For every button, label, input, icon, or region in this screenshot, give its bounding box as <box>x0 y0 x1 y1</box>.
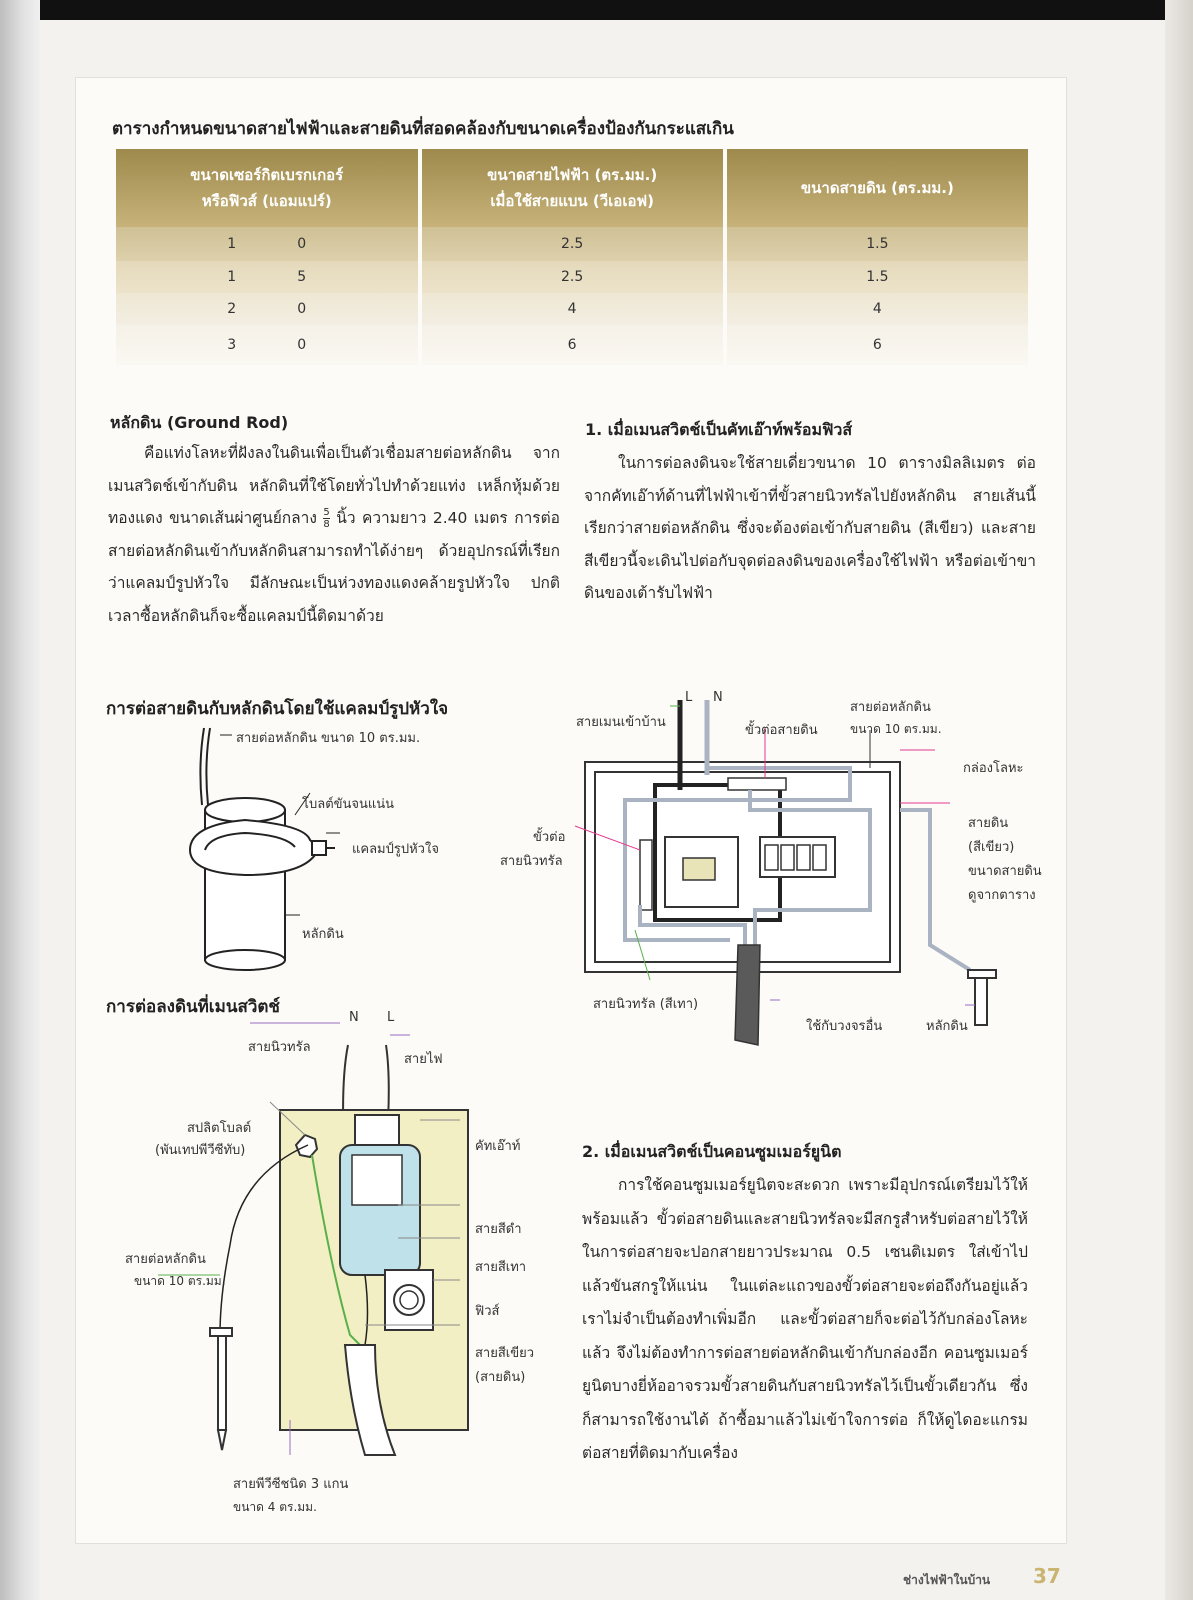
consumer-unit-diagram <box>574 700 997 1046</box>
ground-rod-body-1: คือแท่งโลหะที่ฝังลงในดินเพื่อเป็นตัวเชื่… <box>108 444 560 527</box>
ground-cell: 1.5 <box>726 261 1028 293</box>
metal-box-label: กล่องโลหะ <box>963 761 1024 776</box>
split-bolt-label: สปลิตโบลต์ <box>187 1121 252 1136</box>
switch-ground-wire-label: สายต่อหลักดิน <box>125 1252 206 1267</box>
amp-tens: 1 <box>227 236 237 252</box>
ground-rod-heading: หลักดิน (Ground Rod) <box>110 413 289 432</box>
ground-terminal-label: ขั้วต่อสายดิน <box>745 723 818 738</box>
black-wire-label: สายสีดำ <box>475 1222 522 1237</box>
switch-l-letter: L <box>387 1010 395 1025</box>
amp-tens: 1 <box>227 269 237 285</box>
bolt-label: โบลต์ขันจนแน่น <box>302 797 395 812</box>
green-wire-label: สายสีเขียว <box>475 1346 535 1361</box>
header-ground: ขนาดสายดิน (ตร.มม.) <box>726 149 1028 227</box>
clamp-rod-label: หลักดิน <box>302 927 344 942</box>
cutout-grounding-diagram <box>158 1022 469 1456</box>
switch-ground-wire-size: ขนาด 10 ตร.มม. <box>134 1274 226 1288</box>
unit-ground-size-label: ขนาดสายดิน <box>968 864 1042 879</box>
unit-ground-wire-label: สายต่อหลักดิน <box>850 700 931 715</box>
heart-clamp-diagram <box>188 727 340 971</box>
amp-units: 0 <box>297 236 307 252</box>
switch-n-letter: N <box>349 1010 359 1025</box>
fuse-label: ฟิวส์ <box>475 1304 500 1319</box>
header-breaker: ขนาดเซอร์กิตเบรกเกอร์ หรือฟิวส์ (แอมแปร์… <box>116 149 418 227</box>
cutout-label: คัทเอ๊าท์ <box>475 1139 521 1154</box>
amp-tens: 2 <box>227 301 237 317</box>
table-title: ตารางกำหนดขนาดสายไฟฟ้าและสายดินที่สอดคล้… <box>112 119 734 139</box>
amp-units: 5 <box>297 269 307 285</box>
neutral-terminal-label: ขั้วต่อ <box>533 830 566 845</box>
main-entry-label: สายเมนเข้าบ้าน <box>576 715 666 730</box>
amp-units: 0 <box>297 337 307 353</box>
neutral-label: สายนิวทรัล <box>248 1040 311 1055</box>
unit-ground-rod-label: หลักดิน <box>926 1019 968 1034</box>
book-spine-shadow <box>0 0 40 1600</box>
unit-ground-table-ref: ดูจากตาราง <box>968 888 1036 903</box>
footer-book-title: ช่างไฟฟ้าในบ้าน <box>903 1573 991 1587</box>
ground-cell: 6 <box>726 325 1028 365</box>
amp-tens: 3 <box>227 337 237 353</box>
ground-rod-body-2: นิ้ว ความยาว 2.40 เมตร การต่อสายต่อหลักด… <box>108 509 560 625</box>
clamp-label: แคลมป์รูปหัวใจ <box>352 842 439 857</box>
unit-n-letter: N <box>713 690 723 705</box>
page-number: 37 <box>1033 1564 1061 1588</box>
unit-ground-color-label: (สีเขียว) <box>968 840 1015 855</box>
wire-cell: 2.5 <box>421 227 723 261</box>
wire-cell: 4 <box>421 293 723 325</box>
section2-heading: 2. เมื่อเมนสวิตช์เป็นคอนซูมเมอร์ยูนิต <box>582 1142 842 1161</box>
table-header-row: ขนาดเซอร์กิตเบรกเกอร์ หรือฟิวส์ (แอมแปร์… <box>116 149 1028 227</box>
neutral-wire-label: สายนิวทรัล (สีเทา) <box>593 997 699 1012</box>
clamp-wire-label: สายต่อหลักดิน ขนาด 10 ตร.มม. <box>236 731 421 746</box>
section1-heading: 1. เมื่อเมนสวิตช์เป็นคัทเอ๊าท์พร้อมฟิวส์ <box>585 420 853 439</box>
unit-l-letter: L <box>685 690 693 705</box>
unit-ground-label: สายดิน <box>968 816 1009 831</box>
ground-rod-paragraph: คือแท่งโลหะที่ฝังลงในดินเพื่อเป็นตัวเชื่… <box>108 437 560 632</box>
gray-wire-label: สายสีเทา <box>475 1260 527 1275</box>
section1-paragraph: ในการต่อลงดินจะใช้สายเดี่ยวขนาด 10 ตาราง… <box>584 454 1036 602</box>
section2-paragraph: การใช้คอนซูมเมอร์ยูนิตจะสะดวก เพราะมีอุป… <box>582 1176 1028 1462</box>
wire-cell: 2.5 <box>421 261 723 293</box>
green-wire-sub-label: (สายดิน) <box>475 1370 526 1385</box>
neutral-terminal-sub-label: สายนิวทรัล <box>500 854 563 869</box>
ground-cell: 1.5 <box>726 227 1028 261</box>
amp-units: 0 <box>297 301 307 317</box>
live-label: สายไฟ <box>404 1052 443 1067</box>
ground-cell: 4 <box>726 293 1028 325</box>
pvc-cable-size: ขนาด 4 ตร.มม. <box>233 1500 317 1514</box>
scan-top-border <box>0 0 1193 20</box>
wire-size-table: ขนาดเซอร์กิตเบรกเกอร์ หรือฟิวส์ (แอมแปร์… <box>112 149 1032 365</box>
main-switch-diagram-heading: การต่อลงดินที่เมนสวิตช์ <box>106 997 280 1017</box>
other-circuits-label: ใช้กับวงจรอื่น <box>806 1019 883 1034</box>
fraction-denominator: 8 <box>323 519 330 530</box>
header-wire: ขนาดสายไฟฟ้า (ตร.มม.) เมื่อใช้สายแบน (วี… <box>421 149 723 227</box>
split-bolt-tape-label: (พันเทปพีวีซีทับ) <box>155 1143 246 1158</box>
pvc-cable-label: สายพีวีซีชนิด 3 แกน <box>233 1477 349 1492</box>
unit-ground-wire-size: ขนาด 10 ตร.มม. <box>850 722 942 736</box>
clamp-diagram-heading: การต่อสายดินกับหลักดินโดยใช้แคลมป์รูปหัว… <box>106 699 449 719</box>
fraction-numerator: 5 <box>323 507 330 519</box>
page-edge <box>1165 0 1193 1600</box>
wire-cell: 6 <box>421 325 723 365</box>
